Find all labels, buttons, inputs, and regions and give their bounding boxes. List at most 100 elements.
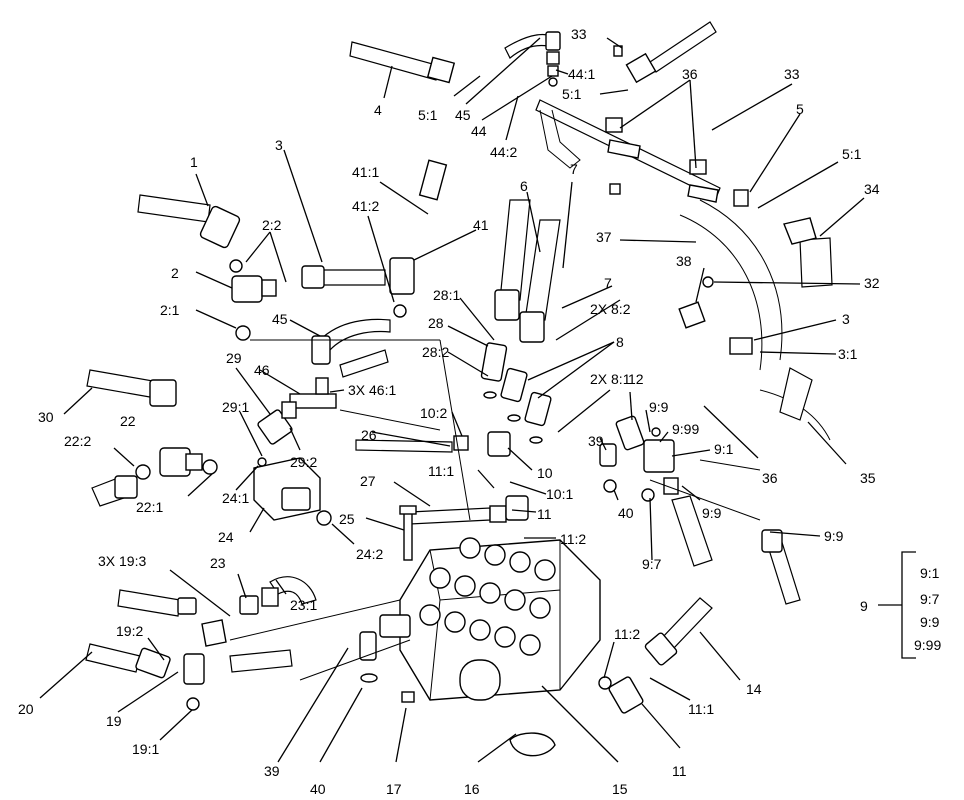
callout-label: 7 <box>604 275 612 291</box>
legend-label: 9 <box>860 598 868 614</box>
callout-label: 32 <box>864 275 880 291</box>
fittings-right <box>678 276 813 421</box>
callout-label: 11:1 <box>688 701 714 717</box>
callout-label: 33 <box>784 66 800 82</box>
callout-label: 39 <box>588 433 604 449</box>
callout-label: 29:2 <box>290 454 317 470</box>
callout-label: 41 <box>473 217 489 233</box>
callout-label: 37 <box>596 229 612 245</box>
callout-label: 3:1 <box>838 346 858 362</box>
hose-top-right <box>613 21 717 84</box>
callout-label: 46 <box>254 362 270 378</box>
callout-label: 11 <box>672 763 687 779</box>
block-24 <box>253 457 332 526</box>
callout-label: 11:2 <box>614 626 640 642</box>
callout-label: 2 <box>171 265 179 281</box>
callout-label: 17 <box>386 781 402 797</box>
callout-label: 2:1 <box>160 302 180 318</box>
callout-label: 20 <box>18 701 34 717</box>
callout-label: 26 <box>361 427 377 443</box>
legend-item: 9:1 <box>920 565 940 581</box>
callout-label: 3X 19:3 <box>98 553 146 569</box>
callout-label: 39 <box>264 763 280 779</box>
callout-label: 5:1 <box>562 86 582 102</box>
callout-label: 19:1 <box>132 741 159 757</box>
callout-label: 41:2 <box>352 198 379 214</box>
callout-label: 4 <box>374 102 382 118</box>
callout-label: 6 <box>520 178 528 194</box>
valve-body-15 <box>379 537 601 701</box>
callout-label: 9:9 <box>824 528 844 544</box>
callout-label: 34 <box>864 181 880 197</box>
callout-label: 36 <box>762 470 778 486</box>
parts-drawing <box>85 21 833 757</box>
callout-label: 24:1 <box>222 490 249 506</box>
hose-1 <box>137 194 277 341</box>
callout-label: 10:1 <box>546 486 573 502</box>
hose-45 <box>311 318 391 365</box>
callout-label: 9:99 <box>672 421 699 437</box>
callout-label: 7 <box>570 161 578 177</box>
callout-label: 24 <box>218 529 234 545</box>
tee-46 <box>289 349 389 409</box>
legend-bracket <box>901 551 916 659</box>
hose-14 <box>644 597 713 666</box>
guide-arcs <box>679 199 831 441</box>
callout-label: 23:1 <box>290 597 317 613</box>
hoses-lower-left <box>85 576 317 711</box>
callout-label: 12 <box>628 371 644 387</box>
callout-label: 10:2 <box>420 405 447 421</box>
guide-lines <box>229 339 761 681</box>
callout-label: 45 <box>455 107 471 123</box>
callout-label: 14 <box>746 681 762 697</box>
callout-label: 9:7 <box>642 556 662 572</box>
callout-label: 2X 8:2 <box>590 301 631 317</box>
callout-label: 3 <box>842 311 850 327</box>
callout-label: 19:2 <box>116 623 143 639</box>
callout-label: 41:1 <box>352 164 379 180</box>
callout-label: 3 <box>275 137 283 153</box>
hose-34 <box>783 217 833 288</box>
callout-label: 36 <box>682 66 698 82</box>
callout-label: 9:9 <box>649 399 669 415</box>
callout-label: 38 <box>676 253 692 269</box>
callout-label: 5 <box>796 101 804 117</box>
hose-30 <box>86 369 297 445</box>
tube-assembly <box>535 99 749 207</box>
legend-group-9: 9 9:1 9:7 9:9 9:99 <box>860 551 941 659</box>
callout-label: 30 <box>38 409 54 425</box>
callout-label: 2:2 <box>262 217 282 233</box>
hose-3 <box>301 265 386 289</box>
callout-label: 11:2 <box>560 531 586 547</box>
callout-label: 28 <box>428 315 444 331</box>
hose-44 <box>504 31 561 87</box>
callout-label: 22:2 <box>64 433 91 449</box>
callout-label: 1 <box>190 154 198 170</box>
callout-label: 2X 8:1 <box>590 371 631 387</box>
callout-label: 9:9 <box>702 505 722 521</box>
callout-label: 5:1 <box>842 146 862 162</box>
callout-label: 27 <box>360 473 376 489</box>
callout-label: 35 <box>860 470 876 486</box>
callout-label: 8 <box>616 334 624 350</box>
callout-label: 45 <box>272 311 288 327</box>
legend-item: 9:99 <box>914 637 941 653</box>
callout-label: 44:2 <box>490 144 517 160</box>
callout-label: 29:1 <box>222 399 249 415</box>
callout-label: 16 <box>464 781 480 797</box>
leader-lines <box>39 37 865 763</box>
callout-label: 40 <box>310 781 326 797</box>
callout-label: 10 <box>537 465 553 481</box>
callout-labels: 33 44:1 36 33 5:1 4 5:1 45 44 44:2 5 5:1… <box>18 26 880 797</box>
callout-label: 15 <box>612 781 628 797</box>
callout-label: 29 <box>226 350 242 366</box>
callout-label: 40 <box>618 505 634 521</box>
hose-4 <box>349 41 456 84</box>
fittings-28-8 <box>480 342 552 444</box>
callout-label: 22:1 <box>136 499 163 515</box>
callout-label: 44 <box>471 123 487 139</box>
callout-label: 5:1 <box>418 107 438 123</box>
fitting-11-lower <box>598 676 644 714</box>
